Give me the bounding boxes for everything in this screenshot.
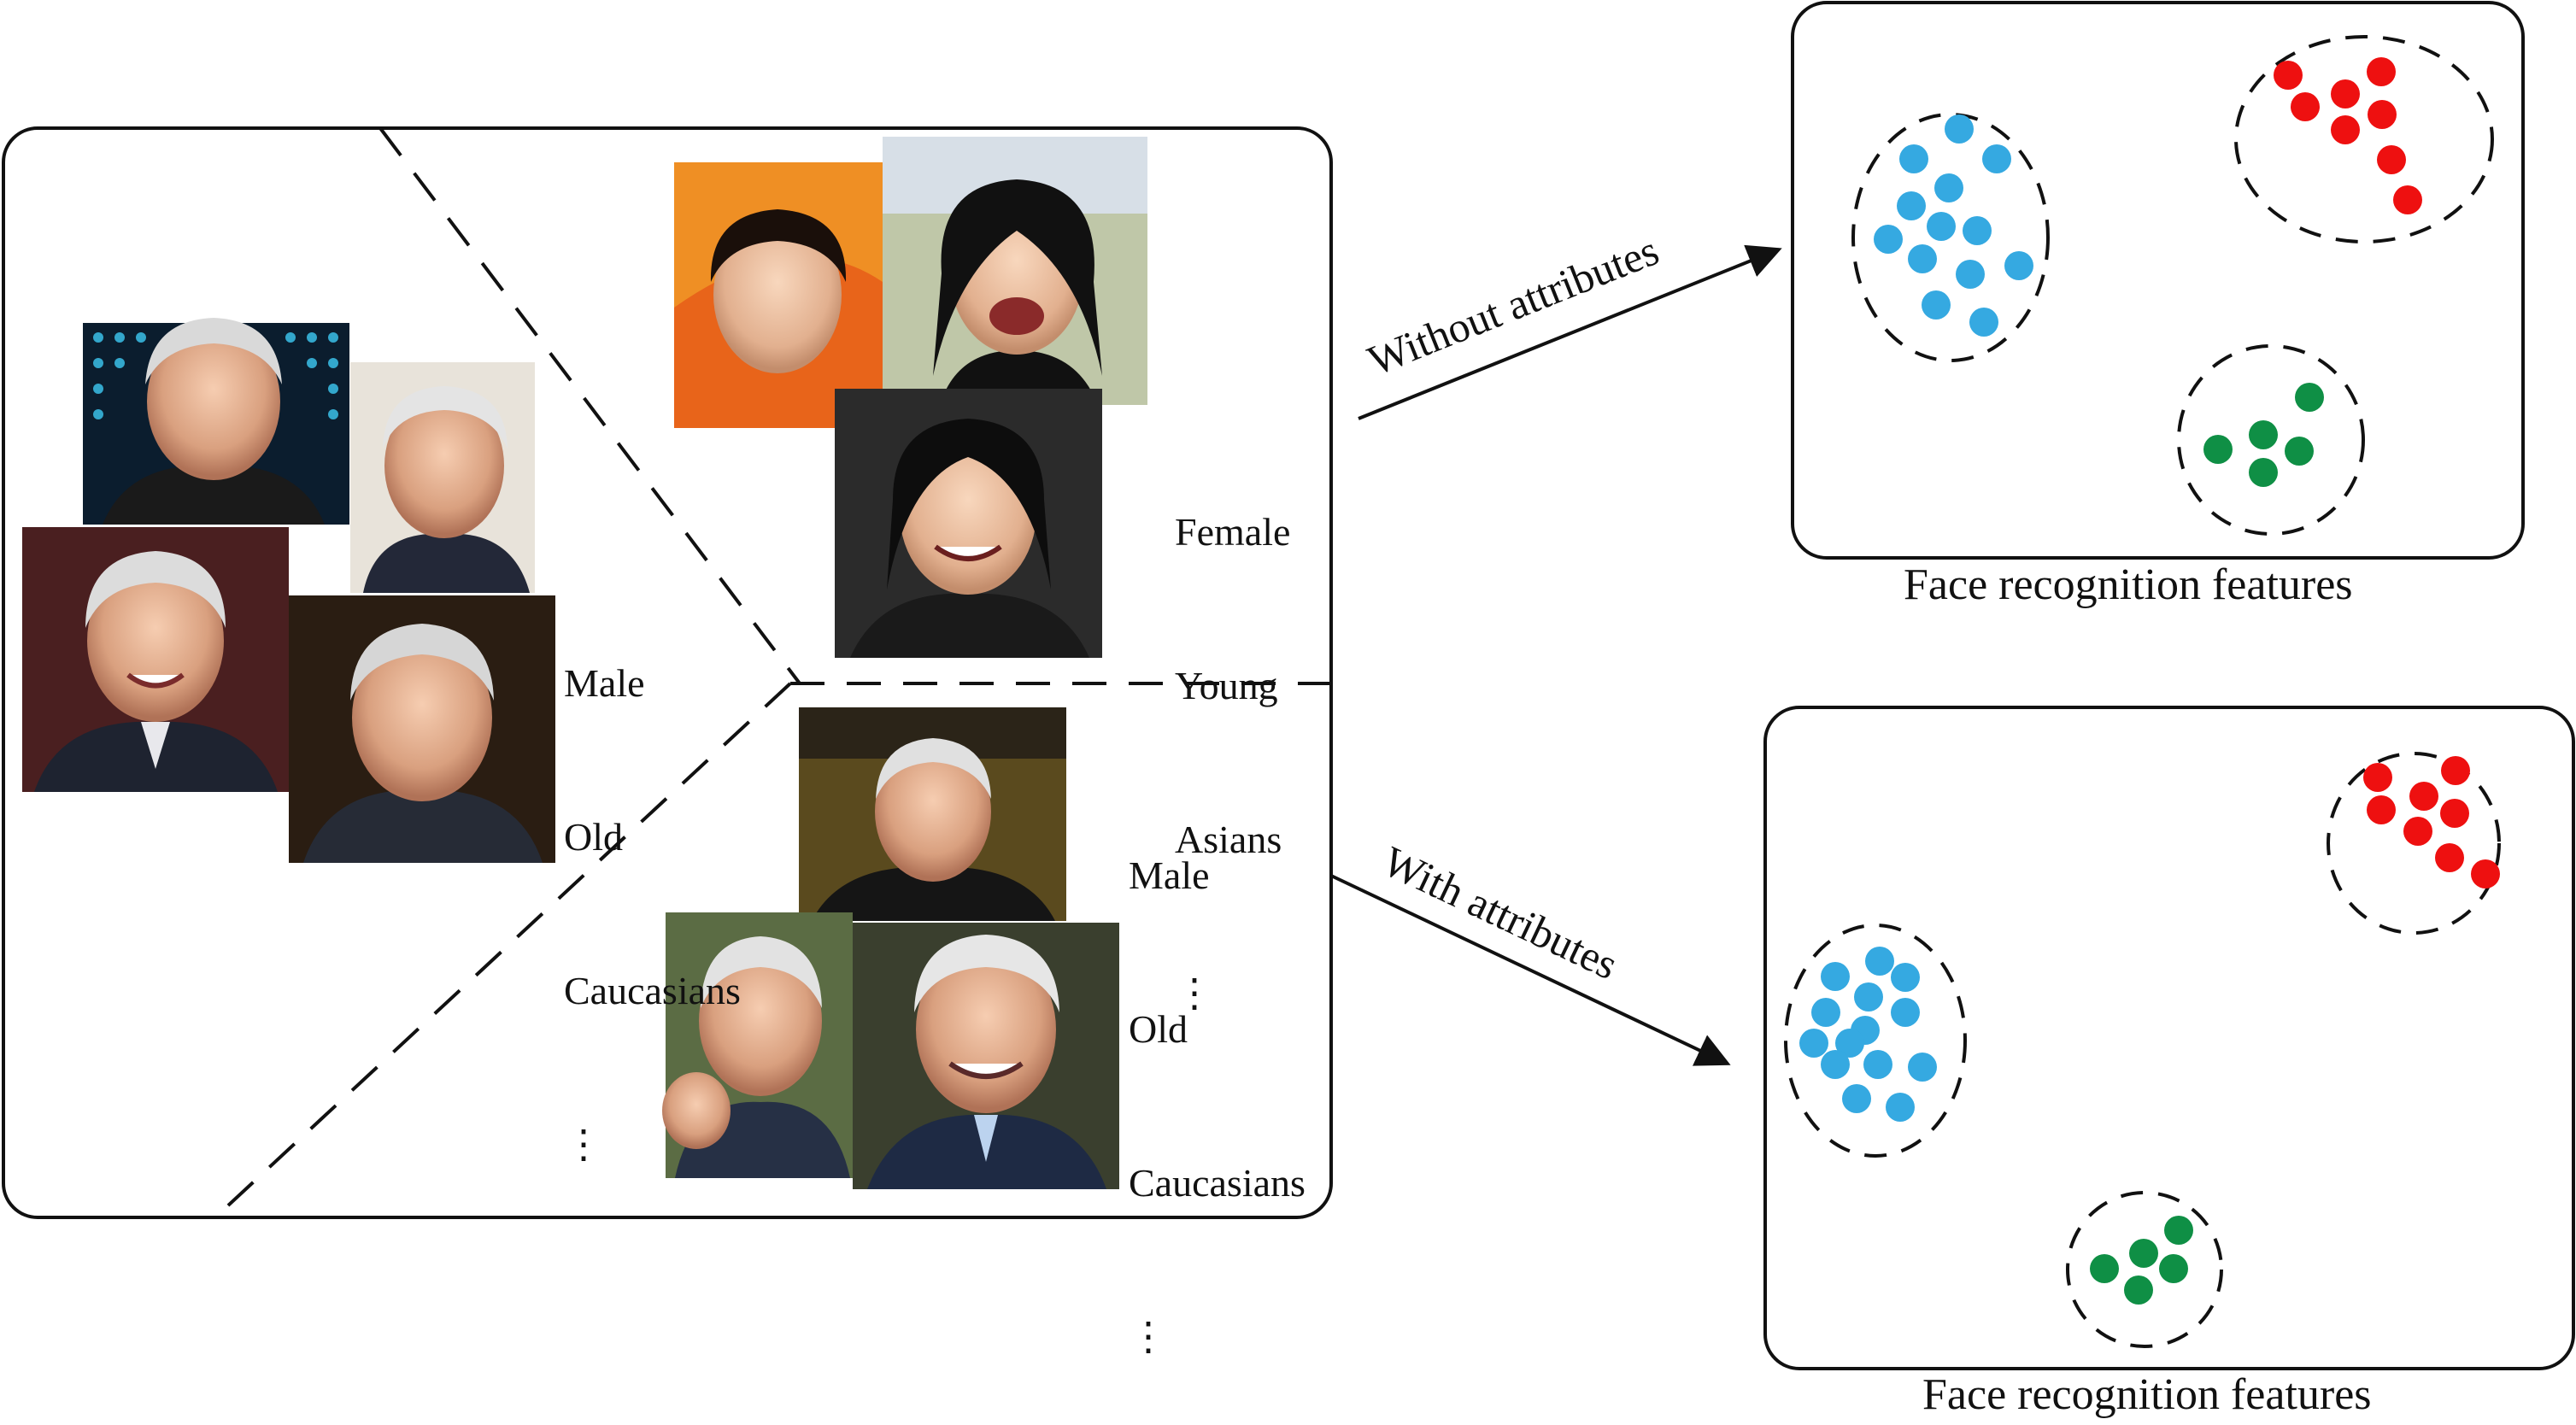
label-line: Asians <box>1175 818 1282 861</box>
label-line: Young <box>1175 664 1278 707</box>
arrow-with-attributes <box>1330 874 1731 1066</box>
arrow-without-attributes <box>1358 244 1782 420</box>
group-label-male-old-caucasians-left: Male Old Caucasians ⋮ <box>564 555 741 1222</box>
group-label-female-young-asians: Female Young Asians ⋮ <box>1175 404 1290 1070</box>
label-line: Male <box>564 661 645 705</box>
label-line: ⋮ <box>564 1123 603 1166</box>
label-line: Caucasians <box>564 969 741 1012</box>
cluster-points-blue <box>1874 114 2033 337</box>
group-label-male-old-caucasians-right: Male Old Caucasians ⋮ <box>1129 748 1306 1414</box>
features-panel-without-attributes <box>1791 1 2525 560</box>
label-line: Caucasians <box>1129 1161 1306 1205</box>
partition-line-diagonal-bottom <box>214 682 792 1219</box>
cluster-boundary-green <box>2066 1191 2223 1348</box>
face-photo <box>289 595 555 863</box>
features-panel-with-attributes <box>1763 706 2575 1370</box>
arrow-label-with-attributes: With attributes <box>1376 836 1625 988</box>
caption-face-recognition-features-bottom: Face recognition features <box>1922 1370 2372 1419</box>
face-photo <box>883 137 1147 405</box>
face-photo <box>835 389 1102 658</box>
face-photo <box>83 318 349 525</box>
cluster-points-green <box>2090 1216 2193 1305</box>
arrow-label-without-attributes: Without attributes <box>1361 226 1664 384</box>
face-photo <box>853 923 1119 1189</box>
cluster-points-red <box>2363 756 2500 888</box>
label-line: ⋮ <box>1175 971 1214 1015</box>
cluster-points-blue <box>1799 947 1937 1122</box>
face-photo <box>674 162 883 428</box>
label-line: Male <box>1129 853 1210 897</box>
cluster-boundary-blue <box>1851 113 2050 362</box>
cluster-boundary-red <box>2327 752 2501 935</box>
caption-face-recognition-features-top: Face recognition features <box>1904 560 2353 609</box>
partition-line-diagonal-top <box>378 126 801 685</box>
face-photo <box>799 707 1066 921</box>
cluster-points-red <box>2274 57 2422 214</box>
face-groups-panel <box>2 126 1333 1219</box>
cluster-boundary-blue <box>1784 924 1967 1158</box>
label-line: Old <box>1129 1007 1188 1051</box>
cluster-boundary-red <box>2234 35 2494 243</box>
label-line: ⋮ <box>1129 1315 1168 1358</box>
label-line: Female <box>1175 510 1291 554</box>
cluster-boundary-green <box>2177 344 2365 536</box>
face-photo <box>22 527 289 792</box>
face-photo <box>662 912 853 1178</box>
face-photo <box>350 362 535 593</box>
label-line: Old <box>564 815 623 859</box>
cluster-points-green <box>2203 383 2324 487</box>
